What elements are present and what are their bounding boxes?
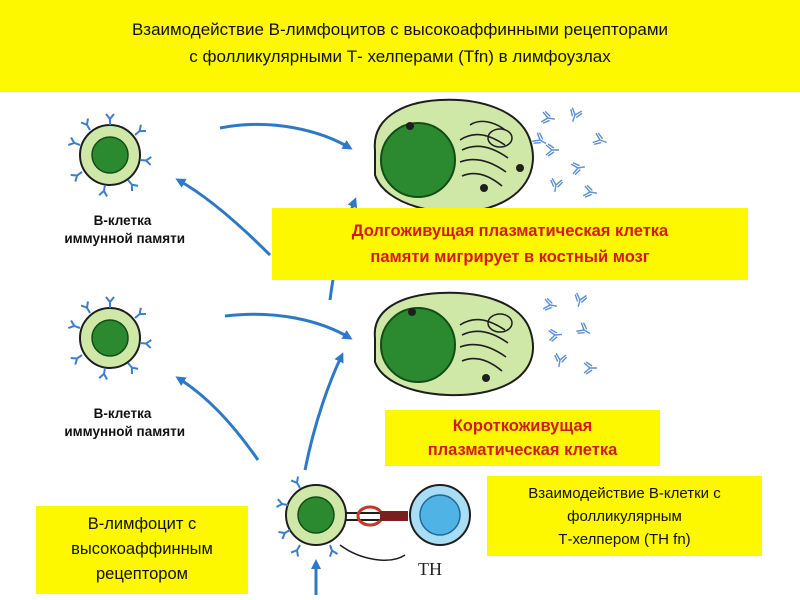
b-cell-note-line-1: В-лимфоцит с (87, 515, 197, 533)
interaction-note-line-2: фолликулярным (567, 508, 682, 525)
short-lived-line-2: плазматическая клетка (427, 441, 618, 459)
title-line-1: Взаимодействие В-лимфоцитов с высокоаффи… (131, 20, 669, 39)
free-antibodies-bottom (542, 291, 598, 375)
long-lived-line-1: Долгоживущая плазматическая клетка (351, 222, 669, 240)
free-antibodies-top (531, 106, 610, 200)
synapse-link (345, 505, 408, 527)
memory-cell-bottom-label-1: В-клетка (93, 406, 152, 421)
b-cell-interacting (275, 475, 347, 558)
title-banner: Взаимодействие В-лимфоцитов с высокоаффи… (0, 0, 800, 92)
long-lived-line-2: памяти мигрирует в костный мозг (370, 248, 650, 266)
memory-cell-bottom-label-2: иммунной памяти (64, 424, 185, 439)
interaction-note: Взаимодействие В-клетки с фолликулярным … (487, 476, 762, 556)
short-lived-label: Короткоживущая плазматическая клетка (385, 410, 660, 466)
interaction-note-line-1: Взаимодействие В-клетки с (528, 485, 721, 502)
memory-b-cell-bottom (67, 296, 153, 381)
title-line-2: с фолликулярными Т- хелперами (Tfn) в ли… (189, 47, 611, 66)
plasma-cell-short-lived (373, 291, 534, 397)
th-label: TH (418, 559, 442, 579)
b-cell-note-line-3: рецептором (96, 565, 188, 583)
b-cell-note: В-лимфоцит с высокоаффинным рецептором (36, 506, 248, 594)
short-lived-line-1: Короткоживущая (452, 417, 593, 435)
th-cell (409, 484, 471, 546)
b-cell-note-line-2: высокоаффинным (71, 540, 213, 558)
interaction-note-line-3: Т-хелпером (TH fn) (558, 531, 691, 548)
memory-cell-top-label-1: В-клетка (93, 213, 152, 228)
memory-b-cell-top (67, 113, 153, 198)
memory-cell-top-caption: В-клетка иммунной памяти (20, 212, 185, 248)
long-lived-label: Долгоживущая плазматическая клетка памят… (272, 208, 748, 280)
memory-cell-bottom-caption: В-клетка иммунной памяти (20, 405, 185, 441)
memory-cell-top-label-2: иммунной памяти (64, 231, 185, 246)
plasma-cell-long-lived (373, 98, 534, 214)
